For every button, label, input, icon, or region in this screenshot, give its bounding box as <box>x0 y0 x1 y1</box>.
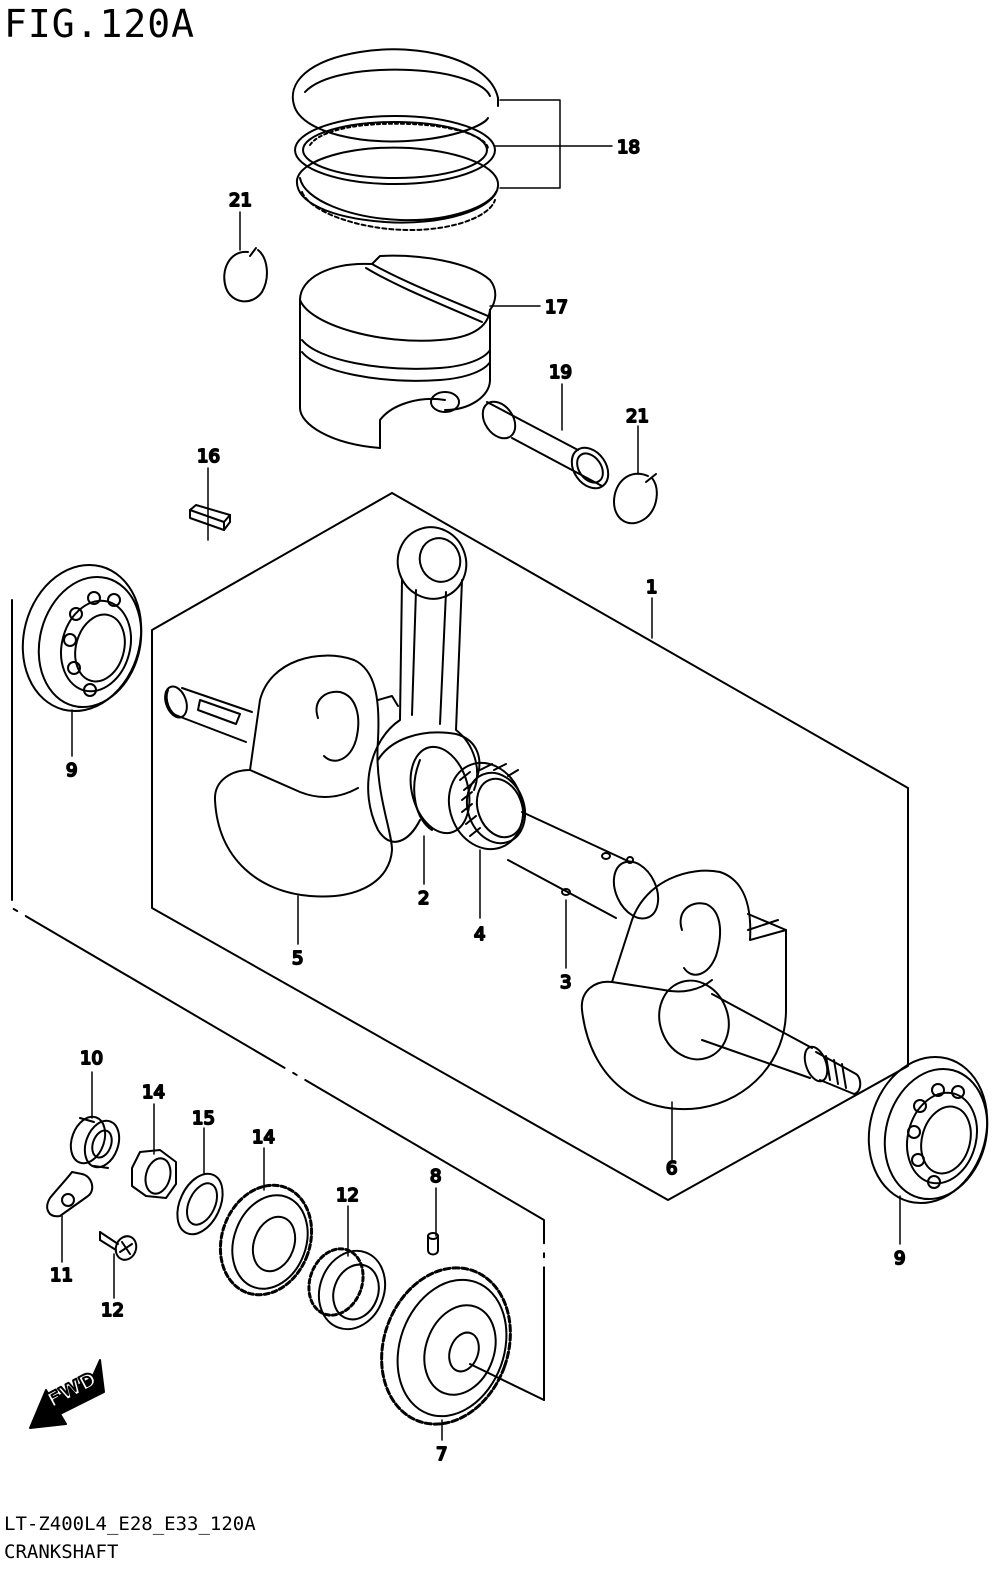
oil-seal[interactable] <box>65 1112 125 1172</box>
balancer-group-outline <box>11 599 545 1401</box>
callout-5: 5 <box>292 948 303 969</box>
nut[interactable] <box>131 1149 177 1199</box>
callout-11: 11 <box>50 1265 73 1286</box>
crankshaft-assembly-outline <box>151 492 909 1201</box>
diagram-name: CRANKSHAFT <box>4 1541 119 1563</box>
connecting-rod[interactable] <box>367 518 481 843</box>
callout-4: 4 <box>474 924 485 945</box>
callout-15: 14 <box>142 1082 165 1103</box>
piston[interactable] <box>299 254 497 449</box>
callout-12: 12 <box>101 1300 124 1321</box>
retainer-plate[interactable] <box>46 1171 94 1218</box>
callout-8: 8 <box>430 1166 441 1187</box>
needle-bearing[interactable] <box>437 752 535 859</box>
callout-6: 6 <box>666 1158 677 1179</box>
callout-17: 16 <box>197 446 220 467</box>
callout-19: 18 <box>617 137 640 158</box>
callout-2: 2 <box>418 888 429 909</box>
callout-7: 7 <box>436 1444 447 1465</box>
diagram-code: LT-Z400L4_E28_E33_120A <box>4 1513 256 1535</box>
driven-gear[interactable] <box>360 1250 531 1443</box>
callout-1: 1 <box>646 577 657 598</box>
callout-9-left: 9 <box>66 760 77 781</box>
piston-rings[interactable] <box>291 48 500 231</box>
piston-pin[interactable] <box>476 396 616 496</box>
main-bearing-left[interactable] <box>7 552 157 725</box>
callout-14: 14 <box>252 1127 275 1148</box>
callout-21-upper: 21 <box>229 190 252 211</box>
forward-direction-arrow: FWD <box>29 1359 105 1429</box>
crank-pin[interactable] <box>507 811 667 926</box>
callout-20: 19 <box>549 362 572 383</box>
dowel-pin[interactable] <box>427 1232 439 1256</box>
figure-title: FIG.120A <box>4 2 196 46</box>
right-crank-web[interactable] <box>580 869 862 1111</box>
callout-13: 12 <box>336 1185 359 1206</box>
main-bearing-right[interactable] <box>853 1044 1000 1217</box>
woodruff-key[interactable] <box>189 504 231 531</box>
leader-lines <box>61 99 901 1441</box>
screw[interactable] <box>99 1231 140 1263</box>
circlip-upper[interactable] <box>223 247 268 303</box>
callout-labels: 18 21 17 19 21 16 1 9 2 4 5 3 6 9 10 14 … <box>49 136 906 1466</box>
callout-18: 17 <box>545 297 568 318</box>
drive-gear[interactable] <box>206 1172 327 1307</box>
circlip-lower[interactable] <box>613 472 658 525</box>
left-crank-web[interactable] <box>161 654 399 898</box>
callout-9-right: 9 <box>894 1248 905 1269</box>
callout-16: 15 <box>192 1108 215 1129</box>
callout-21-lower: 21 <box>626 406 649 427</box>
callout-3: 3 <box>560 972 571 993</box>
callout-10: 10 <box>80 1048 103 1069</box>
washer[interactable] <box>168 1167 231 1242</box>
